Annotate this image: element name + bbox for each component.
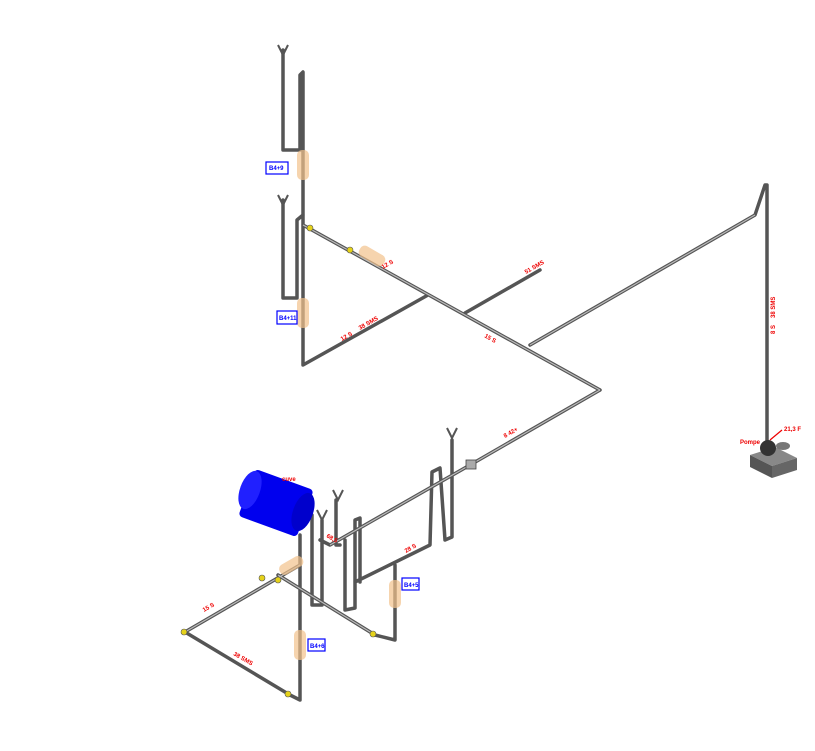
pipe-hooks <box>277 44 458 523</box>
tank-label: cuve <box>282 477 296 483</box>
pump-connection-label: 21,3 F <box>784 427 801 433</box>
pipe-label: 28 S <box>404 543 418 554</box>
pipe-label: 15 S <box>483 334 497 345</box>
pipe-label: 12 S <box>340 331 354 342</box>
tag-b4-5: B4+5 <box>404 583 419 589</box>
tag-b4-11: B4+11 <box>279 316 297 322</box>
pump-label: Pompe <box>740 440 761 446</box>
storage-tank <box>238 470 315 536</box>
pipe-label: 8 S <box>771 325 777 334</box>
valves <box>180 224 477 698</box>
pipe-label: 38 SMS <box>771 297 777 318</box>
tags: B4+9 B4+11 B4+5 B4+6 <box>265 161 420 652</box>
insulation-sections <box>279 150 401 660</box>
pipe-label: 68,5 <box>325 534 339 545</box>
tag-b4-9: B4+9 <box>269 166 284 172</box>
pump <box>750 429 797 478</box>
tag-b4-6: B4+6 <box>310 644 325 650</box>
pipe-network <box>183 44 769 702</box>
pipe-label: 12 S <box>381 259 395 270</box>
strainer <box>465 459 477 470</box>
pipe-label: 15 S <box>202 602 216 613</box>
